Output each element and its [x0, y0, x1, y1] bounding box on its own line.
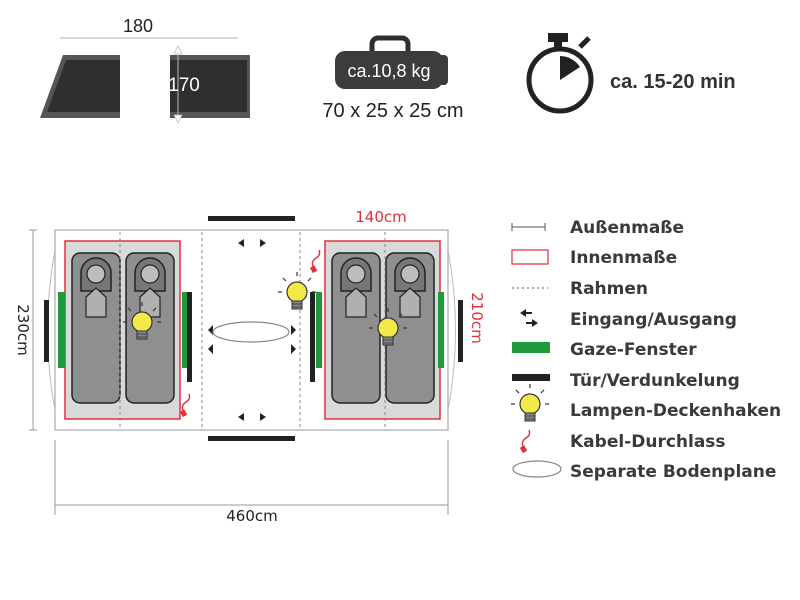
- legend-label-cable: Kabel-Durchlass: [570, 432, 726, 452]
- cable-icon: [519, 429, 531, 454]
- legend-label-outer: Außenmaße: [570, 218, 684, 238]
- legend-label-lamp: Lampen-Deckenhaken: [570, 401, 781, 421]
- green-bar-icon: [512, 342, 550, 353]
- outer-width-label: 460cm: [226, 507, 278, 525]
- ellipse-icon: [512, 460, 562, 478]
- inner-depth-label: 210cm: [468, 292, 486, 344]
- profile-height-label: 170: [168, 75, 200, 96]
- black-bar-icon: [512, 374, 550, 381]
- profile-width-label: 180: [123, 16, 153, 36]
- legend-label-mesh: Gaze-Fenster: [570, 340, 697, 360]
- red-rectangle-icon: [511, 249, 549, 265]
- pack-weight-label: ca.10,8 kg: [347, 61, 430, 81]
- legend-label-entrance: Eingang/Ausgang: [570, 310, 737, 330]
- lamp-icon: [510, 383, 550, 422]
- dimension-line-icon: [511, 223, 546, 231]
- legend-label-door: Tür/Verdunkelung: [570, 371, 740, 391]
- legend: Außenmaße Innenmaße Rahmen Eingang/Ausga…: [510, 218, 781, 482]
- setup-time-label: ca. 15-20 min: [610, 71, 736, 93]
- tent-profile-illustration: [40, 37, 250, 124]
- entrance-arrows-icon: [520, 309, 538, 327]
- legend-label-groundsheet: Separate Bodenplane: [570, 462, 776, 482]
- floor-plan: [29, 216, 463, 515]
- pack-size-label: 70 x 25 x 25 cm: [322, 100, 463, 122]
- bag-weight-icon: [335, 35, 448, 89]
- legend-label-frame: Rahmen: [570, 279, 648, 299]
- stopwatch-icon: [526, 33, 594, 114]
- outer-depth-label: 230cm: [14, 304, 32, 356]
- inner-width-label: 140cm: [355, 208, 407, 226]
- legend-label-inner: Innenmaße: [570, 248, 677, 268]
